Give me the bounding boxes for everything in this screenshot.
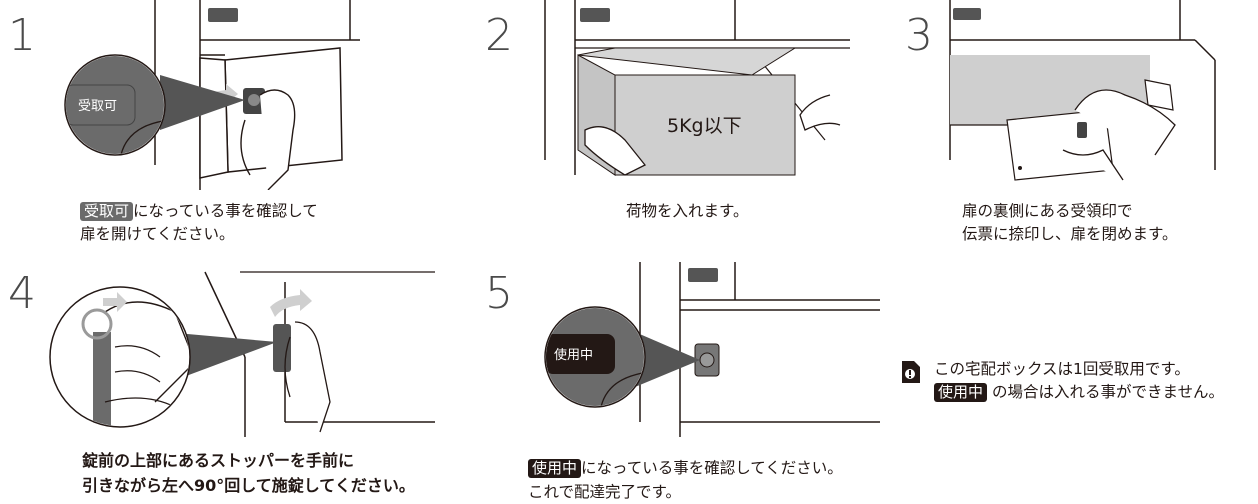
status-badge-in-use: 使用中 xyxy=(934,383,988,402)
note-line-2: の場合は入れる事ができません。 xyxy=(991,383,1224,401)
step-1-caption: 受取可になっている事を確認して 扉を開けてください。 xyxy=(80,200,318,246)
caption-text: 扉を開けてください。 xyxy=(80,225,235,243)
step-5-illustration: 使用中 xyxy=(544,262,880,437)
callout-badge-text: 受取可 xyxy=(78,99,117,114)
caption-text: になっている事を確認してください。 xyxy=(581,459,843,477)
step-number: 5 xyxy=(485,268,513,319)
step-2-illustration: 5Kg以下 xyxy=(544,0,850,176)
status-badge-in-use: 使用中 xyxy=(528,459,582,478)
caption-text: 伝票に捺印し、扉を閉めます。 xyxy=(962,225,1178,243)
caption-text: 荷物を入れます。 xyxy=(626,202,749,220)
step-number: 1 xyxy=(8,10,36,61)
step-4-caption: 錠前の上部にあるストッパーを手前に 引きながら左へ90°回して施錠してください。 xyxy=(82,448,415,498)
step-4-illustration xyxy=(49,271,435,437)
step-5-caption: 使用中になっている事を確認してください。 これで配達完了です。 xyxy=(528,456,843,504)
step-number: 2 xyxy=(485,10,513,61)
step-1-illustration: 受取可 xyxy=(64,0,360,190)
status-badge-available: 受取可 xyxy=(80,202,134,221)
caption-text: になっている事を確認して xyxy=(133,202,318,220)
step-2-caption: 荷物を入れます。 xyxy=(626,200,748,223)
caption-text: 引きながら左へ90°回して施錠してください。 xyxy=(82,476,415,495)
alert-document-icon xyxy=(902,361,920,383)
caption-text: 扉の裏側にある受領印で xyxy=(962,202,1133,220)
caption-text: 錠前の上部にあるストッパーを手前に xyxy=(82,451,355,470)
callout-badge-text: 使用中 xyxy=(554,347,593,363)
step-number: 3 xyxy=(905,10,933,61)
step-3-caption: 扉の裏側にある受領印で 伝票に捺印し、扉を閉めます。 xyxy=(962,200,1177,246)
note-text: この宅配ボックスは1回受取用です。 使用中 の場合は入れる事ができません。 xyxy=(934,358,1258,404)
caption-text: これで配達完了です。 xyxy=(528,483,681,501)
note-line-1: この宅配ボックスは1回受取用です。 xyxy=(934,360,1190,378)
step-number: 4 xyxy=(8,268,36,319)
box-weight-label: 5Kg以下 xyxy=(667,115,742,137)
step-3-illustration xyxy=(949,0,1216,181)
